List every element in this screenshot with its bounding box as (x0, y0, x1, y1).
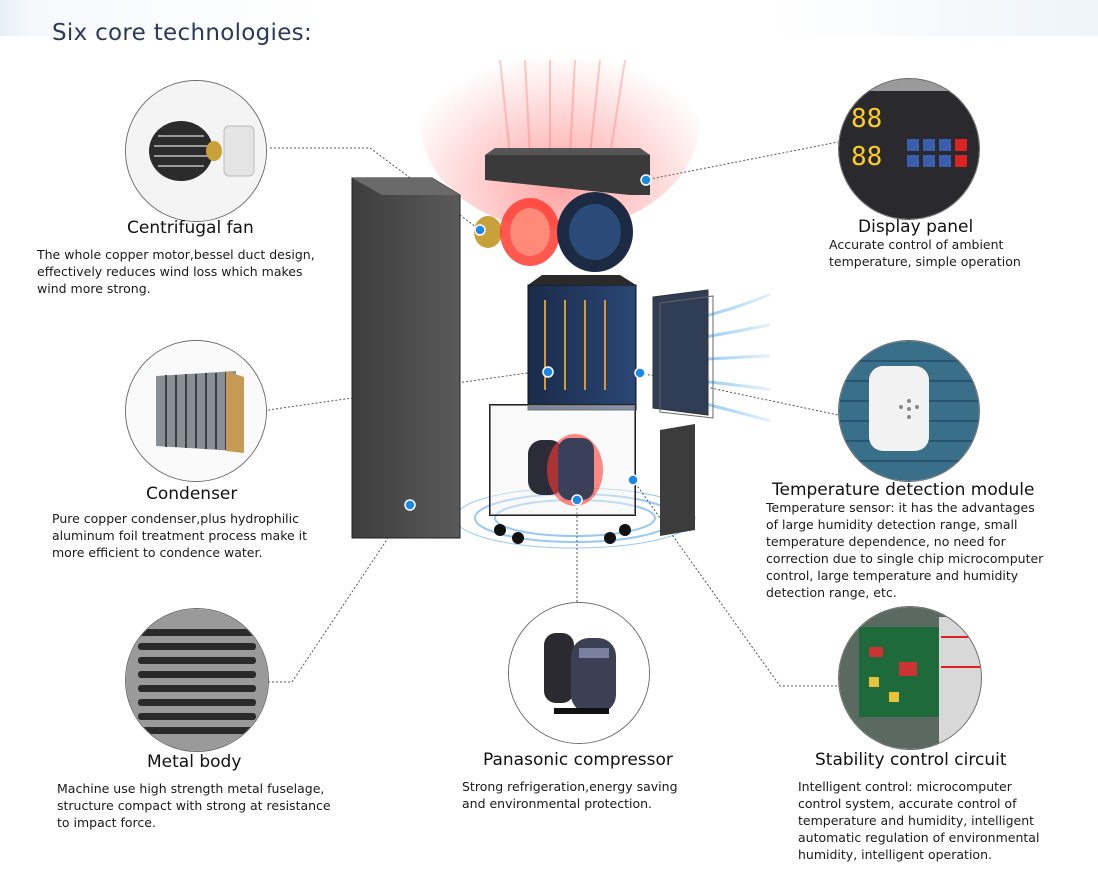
temperature-detection-desc: Temperature sensor: it has the advantage… (766, 500, 1044, 600)
top-band (0, 0, 1098, 36)
temperature-detection-title: Temperature detection module (772, 480, 1035, 500)
condenser-image (125, 340, 267, 482)
display-digits-bottom: 88 (851, 142, 882, 172)
metal-body-panel (351, 177, 461, 539)
centrifugal-fan-desc: The whole copper motor,bessel duct desig… (37, 247, 315, 296)
compressor-unit (528, 434, 603, 506)
heat-glow (420, 60, 700, 230)
heat-rays (499, 60, 626, 156)
compressor-title: Panasonic compressor (483, 750, 673, 770)
caster-wheels (494, 524, 631, 544)
display-panel-image: 88 88 (838, 78, 980, 220)
metal-body-image (125, 608, 269, 752)
centrifugal-fan-assembly (474, 192, 633, 272)
machine-exploded-view (351, 60, 770, 549)
page-title: Six core technologies: (52, 20, 313, 46)
condenser-desc: Pure copper condenser,plus hydrophilic a… (52, 511, 308, 560)
control-circuit-image (838, 606, 982, 750)
display-panel-desc: Accurate control of ambient temperature,… (829, 237, 1021, 269)
connector-control (632, 479, 838, 687)
display-digits-top: 88 (851, 104, 882, 134)
stability-control-desc: Intelligent control: microcomputer contr… (798, 779, 1040, 862)
top-cover (485, 155, 650, 195)
temperature-sensor-image (838, 340, 980, 482)
condenser-title: Condenser (146, 484, 238, 504)
component-markers (404, 174, 652, 511)
connector-fan (270, 147, 481, 231)
centrifugal-fan-image (125, 80, 267, 222)
metal-body-desc: Machine use high strength metal fuselage… (57, 781, 331, 830)
centrifugal-fan-title: Centrifugal fan (127, 218, 254, 238)
coil-tubes (544, 300, 606, 390)
compressor-cabinet (489, 404, 636, 516)
filter-panel (652, 289, 709, 416)
display-panel-title: Display panel (858, 217, 974, 237)
metal-body-title: Metal body (147, 752, 242, 772)
compressor-desc: Strong refrigeration,energy saving and e… (462, 779, 678, 811)
connector-metal-body (268, 504, 411, 683)
stability-control-title: Stability control circuit (815, 750, 1007, 770)
side-cover (660, 424, 695, 536)
compressor-image (508, 602, 650, 744)
filter-panel-2 (659, 295, 714, 419)
